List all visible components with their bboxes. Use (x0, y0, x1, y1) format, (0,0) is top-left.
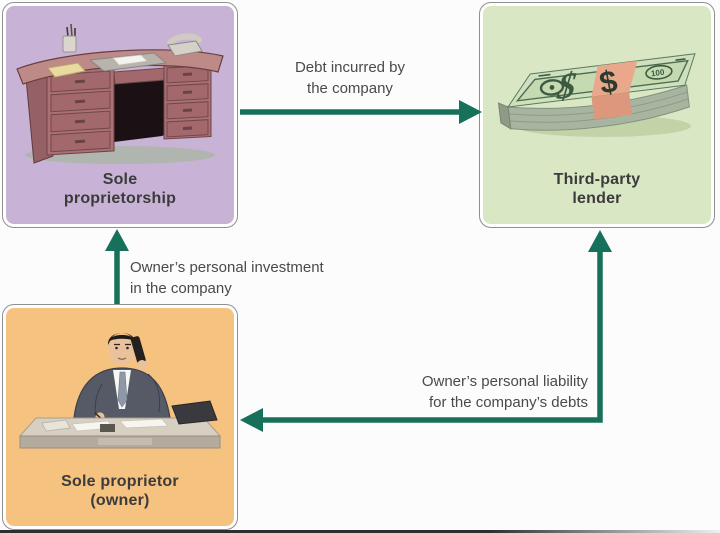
sole-proprietor-owner-label: Sole proprietor (owner) (6, 472, 234, 510)
investment-arrow-label: Owner’s personal investment in the compa… (130, 257, 360, 299)
desk-icon (16, 23, 224, 164)
money-stack-icon: $ 100 $ (497, 53, 696, 137)
businessman-on-phone-icon (18, 333, 222, 449)
label-line-1: Owner’s personal liability (421, 373, 588, 390)
sole-proprietorship-box: Sole proprietorship (2, 2, 238, 228)
investment-arrow (105, 229, 129, 304)
debt-arrow-label: Debt incurred by the company (260, 57, 440, 99)
label-line-1: Third-party (553, 171, 641, 188)
third-party-lender-box: $ 100 $ Third-party lender (479, 2, 715, 228)
sole-proprietorship-label: Sole proprietorship (6, 170, 234, 208)
label-line-2: the company (307, 80, 393, 97)
third-party-lender-fill: $ 100 $ Third-party lender (483, 6, 711, 224)
debt-arrow (240, 100, 482, 124)
svg-text:100: 100 (651, 68, 666, 79)
label-line-2: (owner) (90, 492, 150, 509)
label-line-2: proprietorship (63, 190, 177, 207)
label-line-2: in the company (130, 280, 232, 297)
sole-proprietor-owner-fill: Sole proprietor (owner) (6, 308, 234, 526)
label-line-2: for the company’s debts (429, 394, 588, 411)
label-line-1: Owner’s personal investment (130, 259, 324, 276)
bottom-border-bar (0, 530, 720, 533)
liability-arrow-label: Owner’s personal liability for the compa… (340, 371, 588, 413)
third-party-lender-label: Third-party lender (483, 170, 711, 208)
svg-text:$: $ (597, 63, 621, 101)
sole-proprietor-owner-box: Sole proprietor (owner) (2, 304, 238, 530)
label-line-1: Sole (102, 171, 138, 188)
label-line-2: lender (572, 190, 622, 207)
label-line-1: Sole proprietor (61, 473, 179, 490)
svg-text:$: $ (555, 64, 579, 108)
sole-proprietorship-fill: Sole proprietorship (6, 6, 234, 224)
label-line-1: Debt incurred by (294, 59, 406, 76)
